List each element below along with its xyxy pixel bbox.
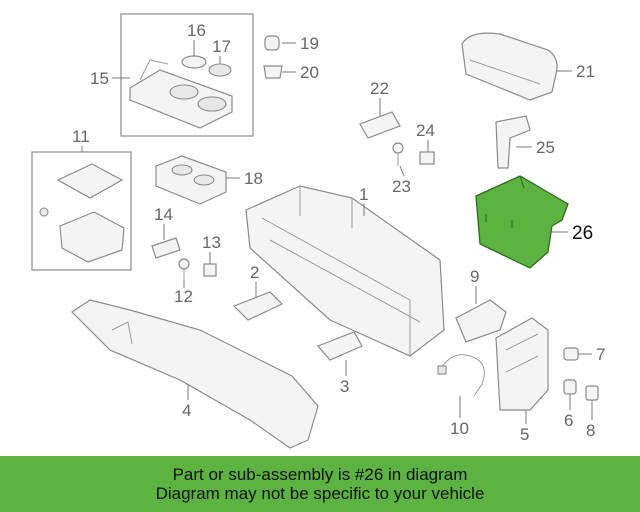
part-15-cupholder <box>129 59 233 129</box>
part-9-control-panel <box>455 299 507 343</box>
callout-13: 13 <box>202 233 221 252</box>
callout-26: 26 <box>572 223 593 244</box>
callout-3: 3 <box>340 377 349 396</box>
part-3-bracket <box>316 331 363 361</box>
part-7-clip <box>563 347 579 361</box>
callout-15: 15 <box>90 69 109 88</box>
parts-diagram: 16 17 19 15 20 21 22 11 24 25 18 23 1 26… <box>31 13 605 449</box>
callout-24: 24 <box>416 121 435 140</box>
callout-11: 11 <box>72 127 90 146</box>
part-2-bracket <box>232 291 284 321</box>
part-26-highlighted <box>475 175 569 269</box>
part-20-cap <box>263 65 283 79</box>
part-5-trim-panel <box>495 317 549 411</box>
banner-line-1: Part or sub-assembly is #26 in diagram <box>172 465 468 484</box>
callout-25: 25 <box>536 138 555 157</box>
leader-lines <box>81 40 593 424</box>
part-19-clip <box>264 35 280 51</box>
callout-22: 22 <box>370 79 389 98</box>
callout-2: 2 <box>250 263 259 282</box>
part-10-harness <box>437 354 485 397</box>
callout-21: 21 <box>576 62 595 81</box>
callout-23: 23 <box>392 177 411 196</box>
part-12-bolt <box>178 258 190 280</box>
callout-14: 14 <box>154 205 173 224</box>
part-17-insert <box>208 63 232 77</box>
callout-6: 6 <box>564 411 573 430</box>
part-21-armrest <box>461 32 558 101</box>
part-14-switch <box>151 237 181 259</box>
part-24-clip <box>419 151 435 165</box>
callout-12: 12 <box>174 287 193 306</box>
part-23-bolt <box>392 142 404 166</box>
callout-16: 16 <box>187 21 206 40</box>
part-18-cupholder-base <box>155 155 227 205</box>
part-11-tray <box>39 163 125 263</box>
callout-19: 19 <box>300 34 319 53</box>
part-16-insert <box>181 55 207 69</box>
callout-18: 18 <box>244 169 263 188</box>
part-22-latch <box>359 111 401 139</box>
callout-8: 8 <box>586 421 595 440</box>
callout-17: 17 <box>212 37 231 56</box>
info-banner: Part or sub-assembly is #26 in diagram D… <box>0 456 640 512</box>
part-25-bracket <box>495 115 531 169</box>
callout-1: 1 <box>359 185 368 204</box>
banner-line-2: Diagram may not be specific to your vehi… <box>155 484 485 503</box>
callout-9: 9 <box>470 267 479 286</box>
part-1-console-body <box>245 185 445 357</box>
callout-10: 10 <box>450 419 469 438</box>
callout-4: 4 <box>182 401 191 420</box>
callout-20: 20 <box>300 63 319 82</box>
part-13-nut <box>203 263 217 277</box>
callout-7: 7 <box>596 345 605 364</box>
part-4-side-panel <box>71 299 319 449</box>
part-6-clip <box>563 379 577 395</box>
group-box-15 <box>120 13 254 137</box>
callout-5: 5 <box>520 425 529 444</box>
part-8-clip <box>585 385 599 401</box>
